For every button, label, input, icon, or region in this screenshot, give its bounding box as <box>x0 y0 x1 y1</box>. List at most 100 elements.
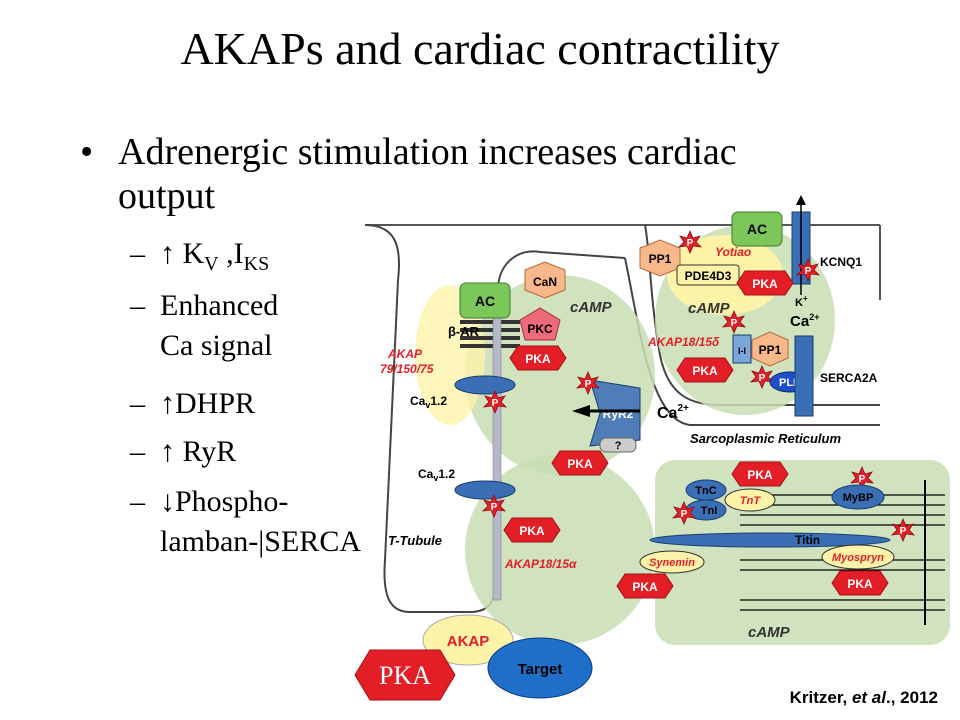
ac-label-left: AC <box>475 293 495 309</box>
pka-label-2: PKA <box>567 457 593 471</box>
membrane-bar <box>492 299 502 601</box>
dash: – <box>130 485 145 518</box>
legend-target <box>487 637 593 699</box>
p-label-ryr: P <box>585 379 592 390</box>
dash: – <box>130 435 145 468</box>
myospryn-label: Myospryn <box>832 552 884 564</box>
pka-label-8: PKA <box>847 577 873 591</box>
serca-label: SERCA2A <box>820 371 878 385</box>
t-tubule-label: T-Tubule <box>388 533 442 548</box>
kcnq1-label: KCNQ1 <box>820 255 862 269</box>
can-shape <box>524 261 566 299</box>
camp-label-2: cAMP <box>688 300 731 317</box>
pkc-label: PKC <box>527 322 553 336</box>
akap18a-label: AKAP18/15α <box>504 557 577 571</box>
kv-subscript: V <box>204 253 219 275</box>
myospryn-shape <box>821 544 895 570</box>
pka-label-4: PKA <box>752 277 778 291</box>
ac-box-right <box>731 211 783 247</box>
pp1-label-bottom: PP1 <box>759 343 782 357</box>
pka-label-7: PKA <box>632 580 658 594</box>
ac-box-left <box>459 282 511 319</box>
ca-line2: Ca signal <box>160 329 273 362</box>
beta-ar-label: β-AR <box>448 324 480 339</box>
t-tubule-outline <box>364 224 626 613</box>
camp-label-3: cAMP <box>748 624 791 641</box>
pka-label-5: PKA <box>692 364 718 378</box>
akap18d-label: AKAP18/15δ <box>647 335 720 349</box>
mybp-label: MyBP <box>843 492 874 504</box>
camp-region-bottom <box>465 455 655 645</box>
dash: – <box>130 237 145 270</box>
legend-pka <box>354 649 456 701</box>
camp-label-1: cAMP <box>570 299 613 316</box>
legend-akap <box>422 614 514 666</box>
ca-arrow <box>572 405 590 417</box>
titin-filament <box>649 532 891 548</box>
sr-label: Sarcoplasmic Reticulum <box>690 431 841 446</box>
bullet-text: Adrenergic stimulation increases cardiac… <box>118 131 737 217</box>
pka-label-1: PKA <box>525 352 551 366</box>
ac-label-right: AC <box>747 221 767 237</box>
akap79-label-b: 79/150/75 <box>380 362 434 376</box>
i1-box <box>732 334 752 364</box>
tnc-label: TnC <box>695 485 716 497</box>
p-label-tni: P <box>681 509 688 520</box>
ca-label-ryr: Ca2+ <box>657 403 689 422</box>
mybp-shape <box>831 484 885 510</box>
cav-channel-2 <box>454 480 516 500</box>
tnt-shape <box>724 488 776 512</box>
iks-subscript: KS <box>243 253 270 275</box>
pde4d3-box <box>676 264 740 286</box>
yotiao-label: Yotiao <box>715 245 751 259</box>
ryr2-label: RyR2 <box>603 407 634 421</box>
plb-line2: lamban-|SERCA <box>160 525 361 558</box>
pkc-shape <box>519 307 561 341</box>
akap79-label-a: AKAP <box>387 347 423 361</box>
pka-label-6: PKA <box>747 468 773 482</box>
pp1-label-top: PP1 <box>649 252 672 266</box>
dhpr-text: ↑DHPR <box>160 387 256 420</box>
question-box <box>599 437 637 453</box>
kv-arrow-text: ↑ K <box>160 237 205 270</box>
cav-label-2: Cav1.2 <box>418 467 455 483</box>
slide-title: AKAPs and cardiac contractility <box>180 23 780 74</box>
serca-channel <box>794 335 814 417</box>
p-label-titin: P <box>900 526 907 537</box>
dash: – <box>130 289 145 322</box>
ca-label-sr: Ca2+ <box>790 312 819 330</box>
tni-label: TnI <box>701 505 718 517</box>
question-label: ? <box>615 440 622 452</box>
p-label-yotiao: P <box>687 238 694 249</box>
p-label-cav2: P <box>491 502 498 513</box>
synemin-label: Synemin <box>649 557 695 569</box>
p-label-plb: P <box>759 373 766 384</box>
ca-line1: Enhanced <box>160 289 279 322</box>
legend-target-label: Target <box>518 661 563 678</box>
synemin-shape <box>639 550 705 574</box>
plb-line1: ↓Phospho- <box>160 485 289 518</box>
can-label: CaN <box>533 275 557 289</box>
pp1-shape-bottom <box>751 331 789 367</box>
legend-akap-label: AKAP <box>447 633 490 650</box>
dash: – <box>130 387 145 420</box>
legend-pka-label: PKA <box>379 661 431 690</box>
p-label-kcnq1: P <box>805 266 812 277</box>
p-label-i1: P <box>731 318 738 329</box>
ryr-text: ↑ RyR <box>160 435 237 468</box>
cav-channel-1 <box>454 375 516 395</box>
p-label-cav1: P <box>492 398 499 409</box>
tnt-label: TnT <box>740 495 761 507</box>
p-label-mybp: P <box>859 474 866 485</box>
citation: Kritzer, et al., 2012 <box>789 688 938 707</box>
cav-label-1: Cav1.2 <box>410 394 447 410</box>
titin-label: Titin <box>795 533 820 547</box>
i1-label: I-I <box>738 346 746 356</box>
iks-text: ,I <box>218 237 244 270</box>
bullet-dot: • <box>80 131 94 173</box>
pde4d3-label: PDE4D3 <box>685 269 732 283</box>
beta-ar-receptor <box>460 320 520 348</box>
pka-label-3: PKA <box>519 524 545 538</box>
k-label: K+ <box>795 294 808 309</box>
